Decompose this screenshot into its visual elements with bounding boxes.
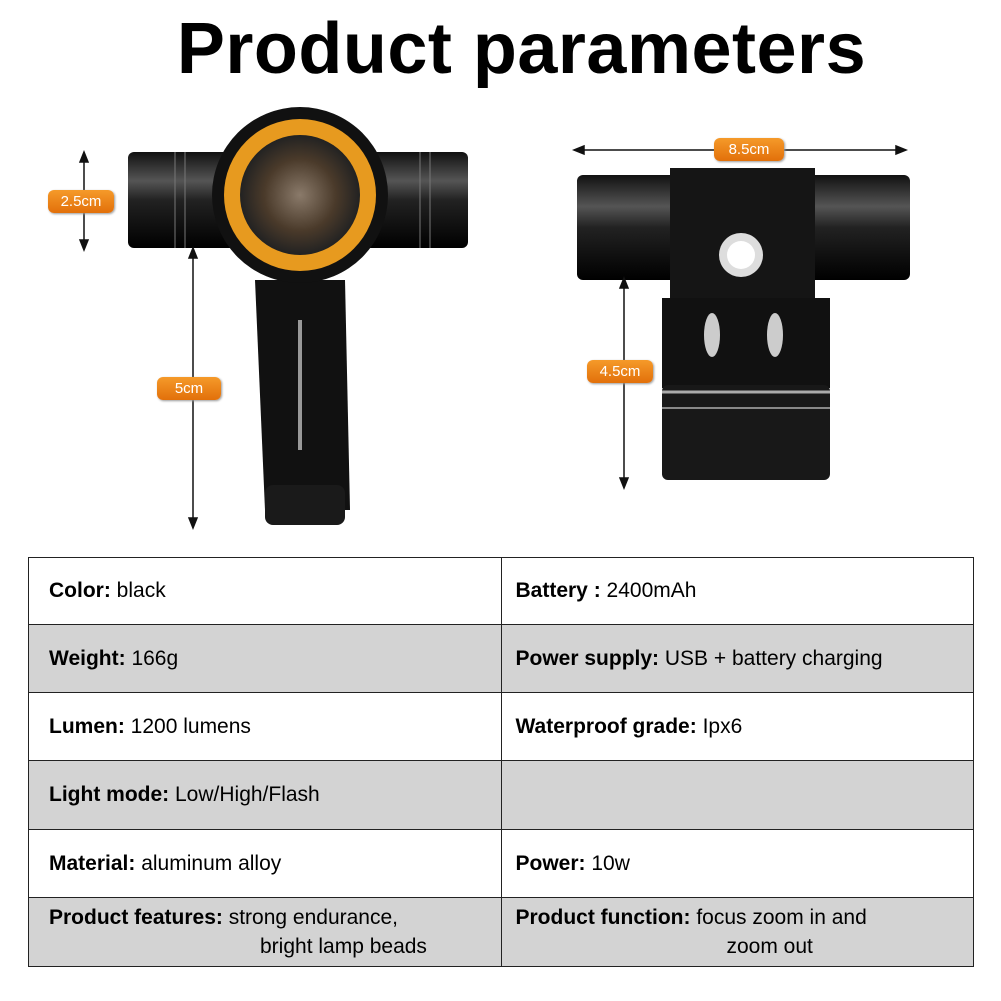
spec-value: aluminum alloy <box>141 851 282 875</box>
spec-label: Power: <box>515 851 586 875</box>
spec-value: 10w <box>591 851 630 875</box>
spec-cell-empty <box>500 760 974 830</box>
spec-cell: Product features: strong endurance, brigh… <box>28 897 502 967</box>
spec-label: Battery : <box>515 579 601 602</box>
spec-value: 166g <box>131 646 179 670</box>
spec-cell: Color: black <box>28 557 502 625</box>
spec-value: focus zoom in and <box>696 906 867 929</box>
spec-cell: Product function: focus zoom in and zoom … <box>500 897 974 967</box>
spec-label: Material: <box>49 851 136 875</box>
spec-label: Lumen: <box>49 714 125 738</box>
spec-table: Color: black Battery : 2400mAh Weight: 1… <box>28 557 974 967</box>
dimension-label-height: 2.5cm <box>48 190 114 213</box>
spec-cell: Power supply: USB + battery charging <box>500 624 974 693</box>
spec-label: Product function: <box>515 906 691 929</box>
spec-cell: Weight: 166g <box>28 624 502 693</box>
spec-value: 2400mAh <box>606 579 697 602</box>
spec-cell: Material: aluminum alloy <box>28 829 502 898</box>
spec-value: bright lamp beads <box>260 935 427 958</box>
page-title: Product parameters <box>176 9 867 89</box>
dimension-label-mount: 5cm <box>157 377 221 400</box>
table-row: Lumen: 1200 lumens Waterproof grade: Ipx… <box>28 692 974 761</box>
spec-cell: Power: 10w <box>500 829 974 898</box>
spec-label: Weight: <box>49 646 126 670</box>
spec-label: Color: <box>49 579 111 602</box>
product-images <box>78 107 910 531</box>
spec-value: black <box>116 579 166 602</box>
table-row: Color: black Battery : 2400mAh <box>28 557 974 625</box>
spec-cell: Light mode: Low/High/Flash <box>28 760 502 830</box>
spec-value: 1200 lumens <box>130 714 251 738</box>
spec-cell: Battery : 2400mAh <box>500 557 974 625</box>
spec-label: Light mode: <box>49 783 170 806</box>
spec-value: Ipx6 <box>702 714 743 738</box>
spec-label: Waterproof grade: <box>515 714 697 738</box>
table-row: Material: aluminum alloy Power: 10w <box>28 829 974 898</box>
spec-value: strong endurance, <box>228 906 399 929</box>
spec-value: zoom out <box>726 935 813 958</box>
spec-label: Power supply: <box>515 646 660 670</box>
table-row: Product features: strong endurance, brigh… <box>28 897 974 967</box>
front-view-light <box>128 107 468 525</box>
table-row: Weight: 166g Power supply: USB + battery… <box>28 624 974 693</box>
table-row: Light mode: Low/High/Flash <box>28 760 974 830</box>
side-view-light <box>577 168 910 480</box>
spec-value: USB + battery charging <box>664 646 883 670</box>
spec-cell: Lumen: 1200 lumens <box>28 692 502 761</box>
dimension-label-width: 8.5cm <box>714 138 784 161</box>
spec-value: Low/High/Flash <box>175 783 320 806</box>
spec-label: Product features: <box>49 906 223 929</box>
spec-cell: Waterproof grade: Ipx6 <box>500 692 974 761</box>
dimension-label-head: 4.5cm <box>587 360 653 383</box>
